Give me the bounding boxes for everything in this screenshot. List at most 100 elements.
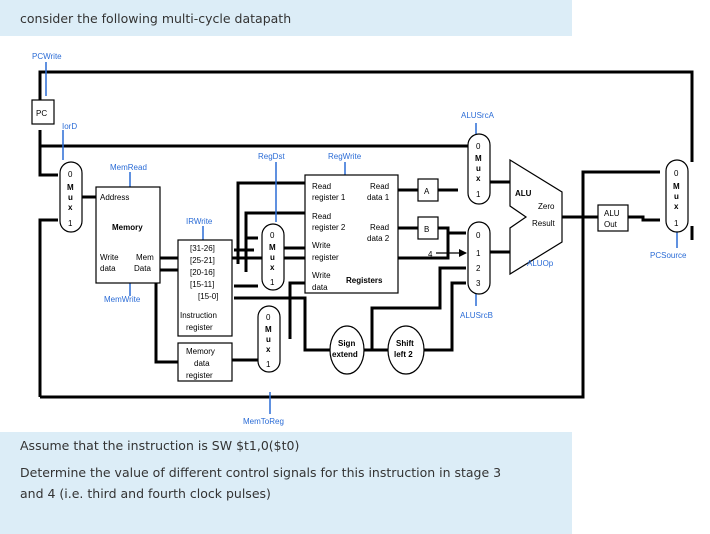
rf-write-data-b: data [312, 283, 328, 292]
memory-address: Address [100, 193, 129, 202]
rf-read-data2-a: Read [370, 223, 389, 232]
signal-memread: MemRead [110, 163, 147, 172]
b-to-mux [438, 226, 466, 235]
memory-write: Write [100, 253, 119, 262]
rf-read-reg2-b: register 2 [312, 223, 346, 232]
pcsource-mux-in1: 1 [674, 219, 679, 228]
regdst-mux-in0: 0 [270, 231, 275, 240]
pc-label: PC [36, 109, 47, 118]
alusrcb-mux-in0: 0 [476, 231, 481, 240]
rf-read-reg1-a: Read [312, 182, 331, 191]
b-register [417, 216, 439, 240]
alusrca-mux-in1: 1 [476, 190, 481, 199]
signal-alusrca: ALUSrcA [461, 111, 495, 120]
pcsource-mux [665, 159, 689, 233]
regdst-mux-in1: 1 [270, 278, 275, 287]
pcsource-mux-x: x [674, 202, 679, 211]
memory-data: data [100, 264, 116, 273]
ir-label-2: register [186, 323, 213, 332]
question-panel: Assume that the instruction is SW $t1,0(… [0, 432, 572, 534]
memtoreg-mux-in1: 1 [266, 360, 271, 369]
mdr-label-3: register [186, 371, 213, 380]
b-register-label: B [424, 225, 429, 234]
ir-field-0: [31-26] [190, 244, 215, 253]
alu-out-register [597, 204, 629, 232]
register-file [304, 174, 399, 294]
mdr-label-1: Memory [186, 347, 215, 356]
header-title: consider the following multi-cycle datap… [20, 11, 292, 26]
aluout-to-pcmux [628, 215, 660, 222]
sign-extend-label-2: extend [332, 350, 358, 359]
alu-unit [509, 158, 563, 276]
rf-read-reg2-a: Read [312, 212, 331, 221]
aluout-loop-bottom [40, 217, 585, 399]
iord-mux [59, 161, 83, 233]
alu-title: ALU [515, 189, 532, 198]
shift-left-label-1: Shift [396, 339, 414, 348]
signal-memtoreg: MemToReg [243, 417, 284, 426]
memtoreg-mux-m: M [265, 325, 272, 334]
signal-iord: IorD [62, 122, 77, 131]
regdst-mux-x: x [270, 263, 275, 272]
alusrcb-mux-in3: 3 [476, 279, 481, 288]
ir-rt [244, 211, 305, 272]
a-register [417, 178, 439, 202]
alu-result-to-pcmux [581, 170, 660, 217]
ir-label-1: Instruction [180, 311, 217, 320]
memtoreg-mux-x: x [266, 345, 271, 354]
alusrca-mux-u: u [476, 164, 481, 173]
pc-feedback-wire [38, 70, 694, 162]
ir-field-2: [20-16] [190, 268, 215, 277]
alusrcb-mux-in1: 1 [476, 249, 481, 258]
question-line-1: Assume that the instruction is SW $t1,0(… [20, 438, 300, 453]
regdst-mux [261, 223, 285, 291]
alusrca-mux [467, 133, 491, 205]
iord-mux-x: x [68, 203, 73, 212]
memdata-to-mdr [154, 270, 178, 364]
ir-rs [236, 181, 305, 264]
alusrcb-mux-in2: 2 [476, 264, 481, 273]
pcsource-mux-u: u [674, 192, 679, 201]
ir-imm [234, 296, 330, 352]
signal-irwrite: IRWrite [186, 217, 213, 226]
control-signal-labels: PC Write IorD MemRead Mem Write IRWrite Re… [32, 52, 687, 426]
iord-mux-u: u [68, 193, 73, 202]
rf-write-reg-b: register [312, 253, 339, 262]
rf-write-reg-a: Write [312, 241, 331, 250]
mdr-label-2: data [194, 359, 210, 368]
memtoreg-out [288, 281, 305, 339]
alusrca-mux-x: x [476, 174, 481, 183]
pc-register [31, 99, 55, 125]
iord-mux-m: M [67, 183, 74, 192]
shift-left-unit [387, 325, 425, 375]
aluout-to-iord-mux [38, 218, 58, 397]
memory-data-register [177, 342, 233, 382]
sign-extend-unit [329, 325, 365, 375]
memory-title: Memory [112, 223, 143, 232]
ir-field-4: [15-0] [198, 292, 218, 301]
instruction-register [177, 239, 233, 337]
question-line-2: Determine the value of different control… [20, 465, 502, 480]
alu-out-label-2: Out [604, 220, 618, 229]
alu-zero: Zero [538, 202, 555, 211]
iord-mux-in0: 0 [68, 170, 73, 179]
alusrca-mux-in0: 0 [476, 142, 481, 151]
rf-read-data2-b: data 2 [367, 234, 390, 243]
signal-pcsource: PCSource [650, 251, 687, 260]
b-to-memwrite [160, 233, 450, 260]
signal-regdst: RegDst [258, 152, 285, 161]
alusrcb-mux [467, 221, 491, 295]
ir-field-1: [25-21] [190, 256, 215, 265]
constant-four: 4 [428, 250, 433, 259]
pcsource-mux-in0: 0 [674, 169, 679, 178]
shift-left-label-2: left 2 [394, 350, 413, 359]
sign-extend-label-1: Sign [338, 339, 355, 348]
memory-data2: Data [134, 264, 151, 273]
pc-to-iord-mux [38, 146, 58, 177]
memory-unit [95, 186, 161, 284]
pc-out-wire [38, 130, 472, 160]
memory-mem: Mem [136, 253, 154, 262]
alu-out-label-1: ALU [604, 209, 620, 218]
memtoreg-mux-u: u [266, 335, 271, 344]
